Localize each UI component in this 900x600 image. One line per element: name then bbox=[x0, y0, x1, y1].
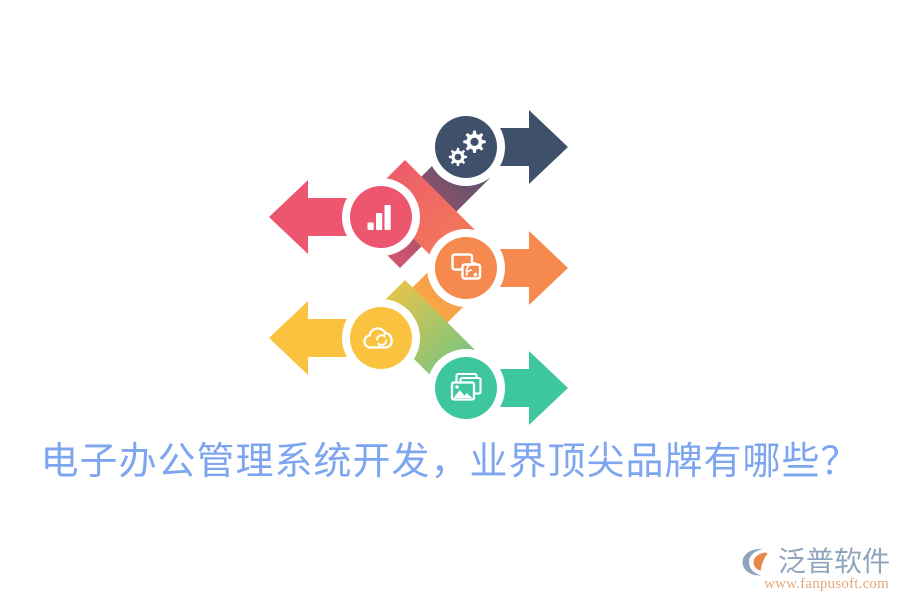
icon-disc bbox=[435, 116, 497, 178]
bar-chart-icon bbox=[367, 205, 391, 230]
photo-gallery-icon bbox=[450, 372, 482, 401]
infographic-arrows-diagram bbox=[269, 108, 568, 427]
screen-cast-icon bbox=[451, 253, 482, 280]
logo-row: 泛普软件 bbox=[741, 547, 890, 577]
cloud-sync-icon bbox=[363, 327, 393, 349]
arrow-gears[interactable] bbox=[427, 108, 568, 186]
brand-logo: 泛普软件 www.fanpusoft.com bbox=[741, 547, 890, 592]
logo-brand-name: 泛普软件 bbox=[777, 546, 890, 577]
arrow-cloud-sync[interactable] bbox=[269, 299, 420, 377]
fanpu-logo-mark bbox=[742, 548, 768, 576]
logo-website-url: www.fanpusoft.com bbox=[764, 576, 889, 592]
arrow-photo-gallery[interactable] bbox=[427, 349, 568, 427]
gears-icon bbox=[448, 130, 486, 167]
icon-disc bbox=[350, 307, 412, 369]
page-title: 电子办公管理系统开发，业界顶尖品牌有哪些？ bbox=[40, 441, 860, 483]
arrow-bar-chart[interactable] bbox=[269, 178, 420, 256]
arrow-screen-cast[interactable] bbox=[427, 229, 568, 307]
